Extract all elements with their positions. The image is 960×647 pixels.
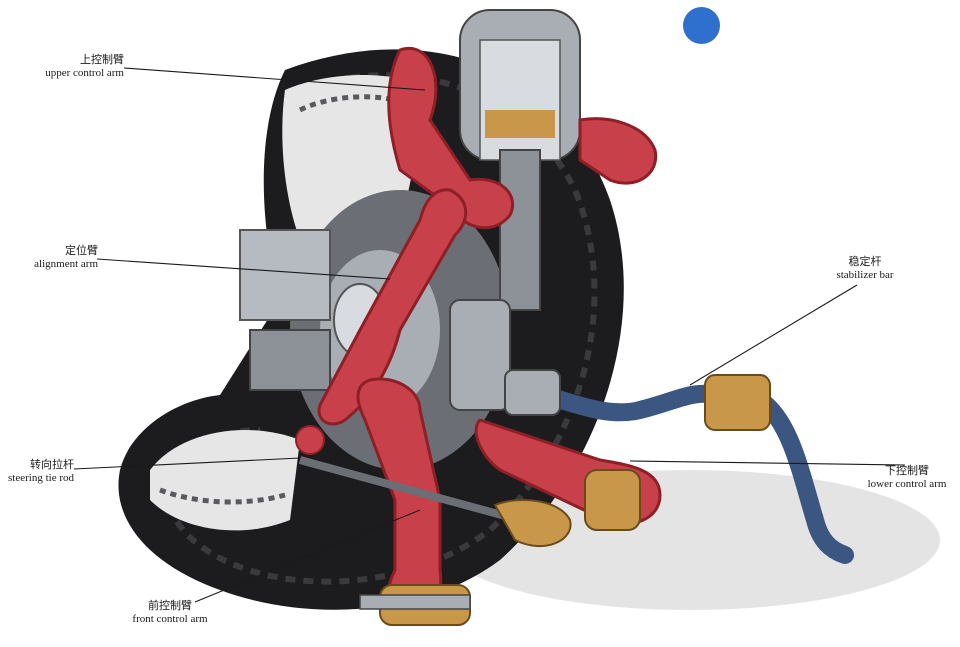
label-alignment-arm-zh: 定位臂 (65, 245, 98, 257)
stabilizer-bar-part (504, 369, 854, 564)
label-stabilizer-bar-en: stabilizer bar (836, 269, 894, 281)
leader-lines (73, 67, 906, 603)
label-lower-control-arm-en: lower control arm (867, 478, 947, 490)
label-steering-tie-rod: 转向拉杆 steering tie rod (4, 459, 74, 485)
label-stabilizer-bar: 稳定杆 stabilizer bar (820, 256, 910, 282)
leader-upper-control-arm (123, 67, 426, 91)
blue-dot-marker (683, 7, 720, 44)
label-stabilizer-bar-zh: 稳定杆 (848, 256, 882, 268)
leader-steering-tie-rod (73, 457, 301, 470)
label-upper-control-arm: 上控制臂 upper control arm (20, 54, 124, 80)
leader-lower-control-arm (629, 460, 906, 466)
label-steering-tie-rod-en: steering tie rod (8, 472, 74, 484)
label-front-control-arm: 前控制臂 front control arm (120, 600, 220, 626)
label-alignment-arm-en: alignment arm (34, 258, 98, 270)
label-front-control-arm-zh: 前控制臂 (148, 600, 192, 612)
leader-front-control-arm (194, 509, 421, 603)
front-arm-bushing (359, 584, 471, 626)
alignment-arm-part (317, 188, 468, 426)
shock-absorber (449, 9, 581, 411)
label-lower-control-arm-zh: 下控制臂 (885, 465, 929, 477)
leader-stabilizer-bar (689, 284, 858, 386)
label-upper-control-arm-en: upper control arm (45, 67, 124, 79)
label-upper-control-arm-zh: 上控制臂 (80, 54, 124, 66)
label-steering-tie-rod-zh: 转向拉杆 (30, 459, 74, 471)
lower-arm-bushing (584, 469, 641, 531)
label-front-control-arm-en: front control arm (132, 613, 208, 625)
label-alignment-arm: 定位臂 alignment arm (10, 245, 98, 271)
leader-alignment-arm (96, 258, 391, 280)
label-lower-control-arm: 下控制臂 lower control arm (858, 465, 956, 491)
upper-arm-rear (578, 117, 658, 185)
steering-tie-rod-part (295, 425, 572, 548)
upper-control-arm-part (387, 46, 515, 230)
